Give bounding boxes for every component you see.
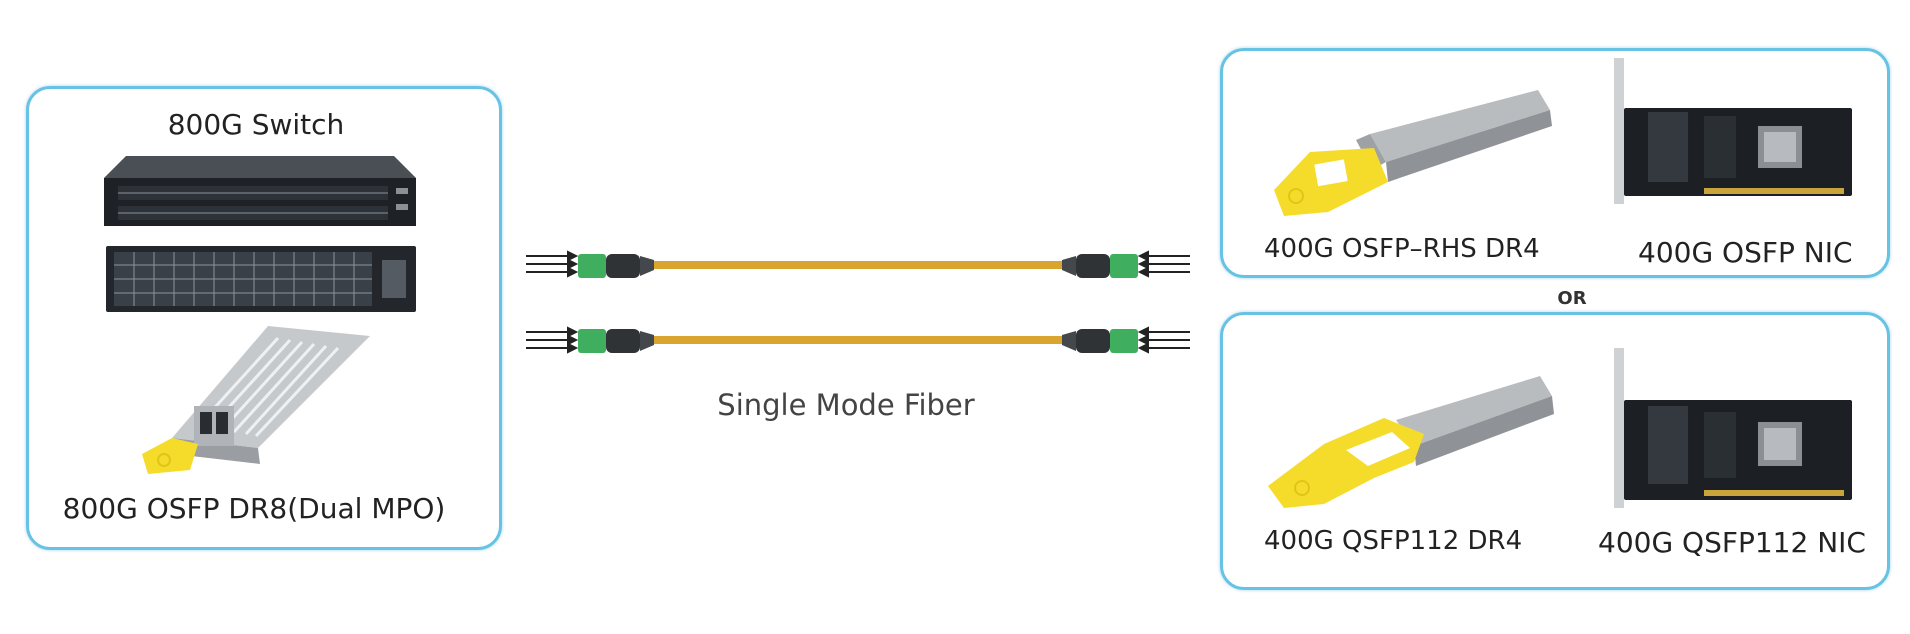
osfp-rhs-module-image (1274, 90, 1552, 216)
osfp-nic-image (1614, 58, 1852, 204)
qsfp112-nic-label: 400G QSFP112 NIC (1598, 526, 1866, 559)
switch-panel (26, 86, 502, 550)
right-bottom-lane-arrows (1137, 326, 1190, 354)
switch-label: 800G Switch (167, 108, 345, 141)
qsfp112-dr4-label: 400G QSFP112 DR4 (1264, 526, 1523, 556)
osfp-dr8-label: 800G OSFP DR8(Dual MPO) (62, 492, 446, 525)
switch-front-image (104, 156, 416, 226)
right-top-lane-arrows (1137, 250, 1190, 278)
qsfp112-nic-image (1614, 348, 1852, 508)
osfp-nic-panel (1220, 48, 1890, 278)
switch-panel-image (106, 246, 416, 312)
left-top-lane-arrows (526, 250, 579, 278)
qsfp112-nic-panel (1220, 312, 1890, 590)
osfp-rhs-label: 400G OSFP–RHS DR4 (1264, 234, 1540, 264)
fiber-label: Single Mode Fiber (717, 388, 975, 422)
osfp-nic-label: 400G OSFP NIC (1638, 236, 1853, 269)
or-separator: OR (1557, 288, 1587, 309)
fiber-cable-top (578, 254, 1138, 278)
qsfp112-module-image (1268, 376, 1554, 508)
fiber-cable-bottom (578, 329, 1138, 353)
osfp-dr8-module-image (142, 326, 370, 474)
left-bottom-lane-arrows (526, 326, 579, 354)
